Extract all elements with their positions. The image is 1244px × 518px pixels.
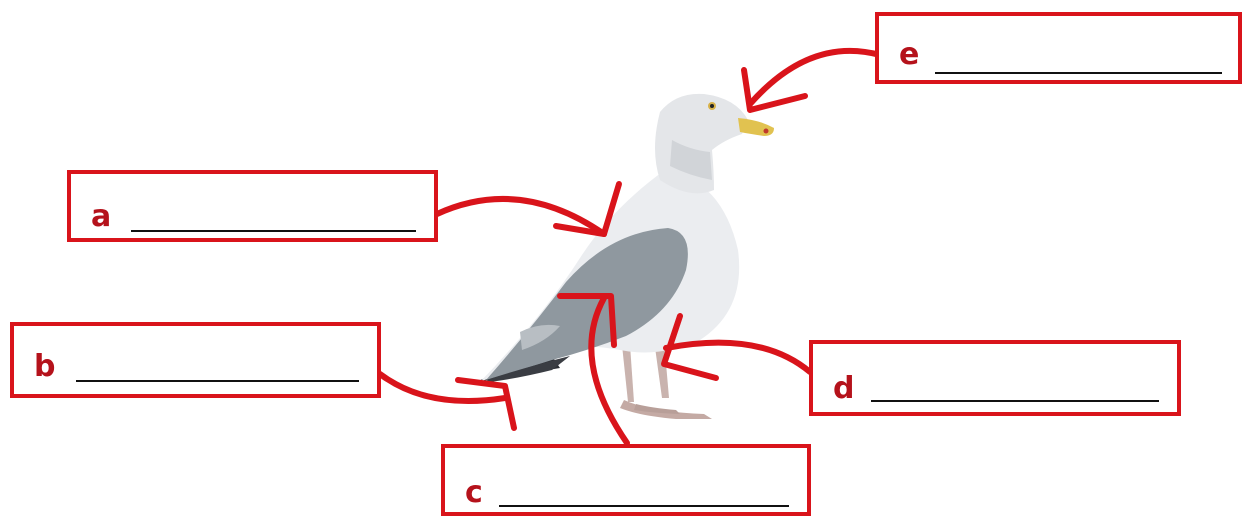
- answer-line-a[interactable]: [131, 230, 416, 232]
- arrow-b: [377, 371, 517, 431]
- seagull-image: [476, 93, 774, 419]
- arrow-d: [661, 313, 813, 381]
- arrow-c: [557, 293, 630, 446]
- label-letter-c: c: [465, 475, 483, 510]
- label-letter-a: a: [91, 199, 112, 234]
- label-box-e: e: [875, 12, 1242, 84]
- label-letter-d: d: [833, 371, 855, 406]
- label-letter-e: e: [899, 37, 920, 72]
- answer-line-d[interactable]: [871, 400, 1159, 402]
- label-box-d: d: [809, 340, 1181, 416]
- answer-line-e[interactable]: [935, 72, 1222, 74]
- arrow-a: [434, 181, 622, 237]
- label-letter-b: b: [34, 349, 56, 384]
- label-box-a: a: [67, 170, 438, 242]
- answer-line-c[interactable]: [499, 505, 789, 507]
- pointer-arrows: [377, 47, 883, 446]
- label-box-c: c: [441, 444, 811, 516]
- arrow-e: [741, 47, 883, 113]
- label-box-b: b: [10, 322, 381, 398]
- answer-line-b[interactable]: [76, 380, 359, 382]
